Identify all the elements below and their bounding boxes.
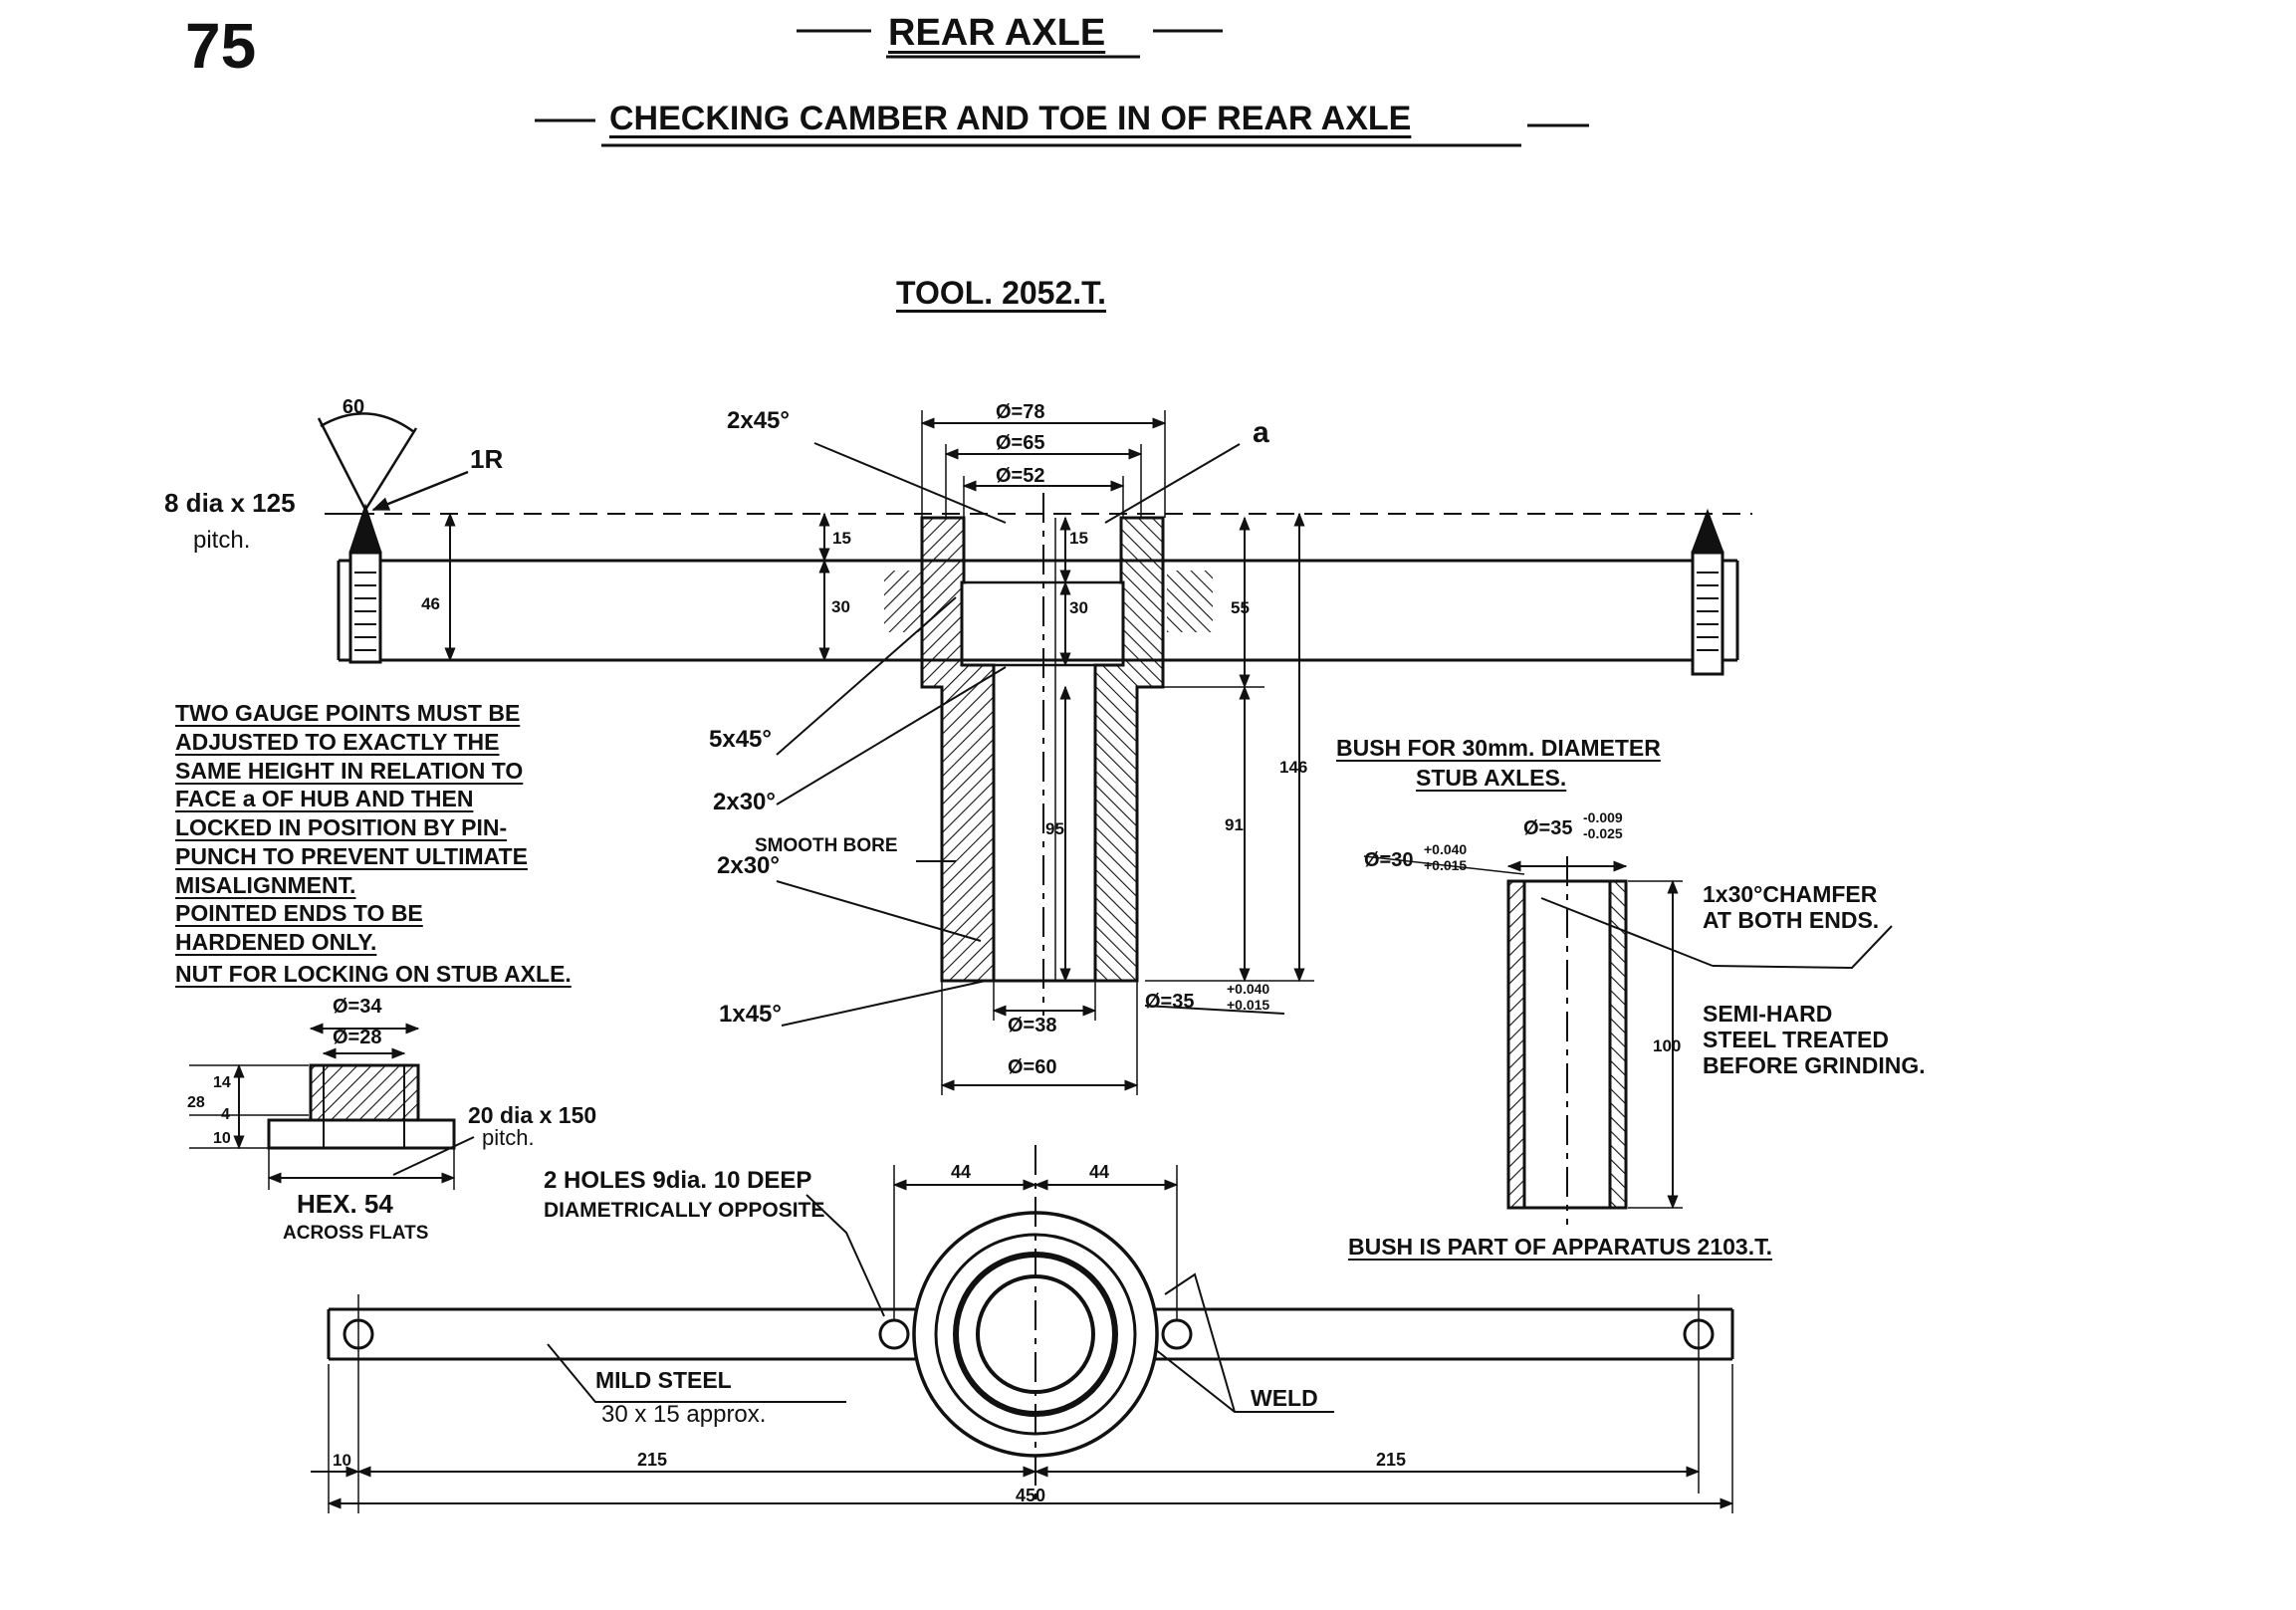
gauge-radius-label: 1R bbox=[470, 444, 503, 474]
bush-chamfer-1: 1x30°CHAMFER bbox=[1703, 881, 1878, 907]
bush-id-tol-upper: +0.040 bbox=[1424, 841, 1467, 857]
smooth-bore-label: SMOOTH BORE bbox=[755, 835, 898, 856]
bush-footer: BUSH IS PART OF APPARATUS 2103.T. bbox=[1348, 1233, 1772, 1262]
nut-dim-28: 28 bbox=[187, 1094, 205, 1111]
dia-65-label: Ø=65 bbox=[996, 432, 1044, 454]
chamfer-2x30-a: 2x30° bbox=[713, 789, 776, 815]
dia-60-label: Ø=60 bbox=[1008, 1056, 1056, 1078]
instruction-line: MISALIGNMENT. bbox=[175, 871, 356, 898]
nut-dim-10: 10 bbox=[213, 1130, 231, 1147]
instruction-line: SAME HEIGHT IN RELATION TO bbox=[175, 757, 524, 784]
hub-dim-30: 30 bbox=[1069, 598, 1088, 617]
plan-dim-44-right: 44 bbox=[1089, 1162, 1109, 1182]
hub-dim-30-left: 30 bbox=[831, 597, 850, 616]
nut-dim-4: 4 bbox=[221, 1106, 230, 1123]
plan-material-2: 30 x 15 approx. bbox=[601, 1401, 766, 1428]
hub-dim-95: 95 bbox=[1045, 819, 1064, 838]
chamfer-2x30-b: 2x30° bbox=[717, 852, 780, 879]
plan-dim-44-left: 44 bbox=[951, 1162, 971, 1182]
gauge-bar bbox=[329, 513, 1752, 662]
bush-od-label: Ø=35 bbox=[1523, 817, 1572, 839]
instructions-note: TWO GAUGE POINTS MUST BE ADJUSTED TO EXA… bbox=[175, 699, 528, 957]
nut-dia-28: Ø=28 bbox=[333, 1027, 381, 1048]
chamfer-mid-label: 5x45° bbox=[709, 726, 772, 753]
hub-section bbox=[776, 410, 1314, 1095]
instruction-line: FACE a OF HUB AND THEN bbox=[175, 786, 474, 812]
nut-pitch-label: pitch. bbox=[482, 1125, 535, 1150]
bush-heading-2: STUB AXLES. bbox=[1416, 764, 1566, 793]
page-number: 75 bbox=[185, 10, 257, 82]
page-subtitle: CHECKING CAMBER AND TOE IN OF REAR AXLE bbox=[609, 100, 1412, 137]
plan-dim-215-left: 215 bbox=[637, 1450, 667, 1470]
bush-material-2: STEEL TREATED bbox=[1703, 1027, 1889, 1052]
gauge-thread-label: 8 dia x 125 bbox=[164, 488, 296, 518]
bush-footer-text: BUSH IS PART OF APPARATUS 2103.T. bbox=[1348, 1234, 1772, 1260]
nut-heading-text: NUT FOR LOCKING ON STUB AXLE. bbox=[175, 961, 572, 987]
bush-drawing bbox=[1363, 855, 1893, 1225]
instruction-line: TWO GAUGE POINTS MUST BE bbox=[175, 700, 521, 726]
bush-heading-1: BUSH FOR 30mm. DIAMETER bbox=[1336, 734, 1661, 763]
nut-thread-label: 20 dia x 150 bbox=[468, 1102, 596, 1128]
bush-id-tol-lower: +0.015 bbox=[1424, 857, 1467, 873]
tool-title: TOOL. 2052.T. bbox=[896, 275, 1107, 311]
bush-od-tol-upper: -0.009 bbox=[1583, 809, 1623, 825]
plan-holes-2: DIAMETRICALLY OPPOSITE bbox=[544, 1199, 824, 1222]
bush-heading-1-text: BUSH FOR 30mm. DIAMETER bbox=[1336, 735, 1661, 761]
nut-heading: NUT FOR LOCKING ON STUB AXLE. bbox=[175, 960, 572, 989]
right-gauge-pin bbox=[1691, 508, 1724, 676]
gauge-angle-label: 60 bbox=[343, 396, 364, 418]
bush-chamfer-2: AT BOTH ENDS. bbox=[1703, 907, 1879, 933]
plan-holes-1: 2 HOLES 9dia. 10 DEEP bbox=[544, 1167, 811, 1194]
plan-dim-215-right: 215 bbox=[1376, 1450, 1406, 1470]
plan-dim-450: 450 bbox=[1016, 1486, 1045, 1505]
hub-dim-15-left: 15 bbox=[832, 529, 851, 548]
bush-od-tol-lower: -0.025 bbox=[1583, 825, 1623, 841]
instruction-line: ADJUSTED TO EXACTLY THE bbox=[175, 728, 500, 755]
nut-hex-label: HEX. 54 bbox=[297, 1189, 393, 1219]
instruction-line: PUNCH TO PREVENT ULTIMATE bbox=[175, 842, 528, 869]
bush-material-3: BEFORE GRINDING. bbox=[1703, 1052, 1926, 1078]
hub-dim-15: 15 bbox=[1069, 529, 1088, 548]
gauge-pitch-label: pitch. bbox=[193, 527, 250, 554]
bush-id-label: Ø=30 bbox=[1364, 849, 1413, 871]
dia-52-label: Ø=52 bbox=[996, 465, 1044, 487]
bush-material-1: SEMI-HARD bbox=[1703, 1001, 1832, 1027]
nut-across-flats: ACROSS FLATS bbox=[283, 1223, 428, 1244]
nut-dia-34: Ø=34 bbox=[333, 996, 382, 1018]
instruction-line: LOCKED IN POSITION BY PIN- bbox=[175, 814, 508, 840]
instruction-line: POINTED ENDS TO BE bbox=[175, 900, 423, 927]
hub-dim-55: 55 bbox=[1231, 598, 1250, 617]
dia-35-tol-lower: +0.015 bbox=[1227, 997, 1269, 1013]
hub-dim-146: 146 bbox=[1279, 758, 1307, 777]
locking-nut-drawing bbox=[189, 1023, 475, 1190]
section-title: REAR AXLE bbox=[888, 12, 1106, 54]
left-gauge-pin bbox=[317, 412, 469, 664]
dia-38-label: Ø=38 bbox=[1008, 1015, 1056, 1036]
chamfer-bottom-label: 1x45° bbox=[719, 1001, 782, 1028]
bush-length-dim: 100 bbox=[1653, 1036, 1681, 1055]
gauge-height-dim: 46 bbox=[421, 594, 440, 613]
hub-dim-91: 91 bbox=[1225, 815, 1244, 834]
dia-78-label: Ø=78 bbox=[996, 401, 1044, 423]
plan-material-1: MILD STEEL bbox=[595, 1367, 732, 1393]
chamfer-top-label: 2x45° bbox=[727, 407, 790, 434]
plan-view bbox=[311, 1145, 1734, 1513]
dia-35-tol-upper: +0.040 bbox=[1227, 981, 1269, 997]
plan-weld-label: WELD bbox=[1251, 1385, 1318, 1411]
nut-dim-14: 14 bbox=[213, 1074, 231, 1091]
instruction-line: HARDENED ONLY. bbox=[175, 929, 377, 955]
plan-dim-10: 10 bbox=[333, 1451, 351, 1470]
bush-heading-2-text: STUB AXLES. bbox=[1416, 765, 1567, 791]
face-a-label: a bbox=[1253, 416, 1269, 449]
dia-35-label: Ø=35 bbox=[1145, 991, 1194, 1013]
